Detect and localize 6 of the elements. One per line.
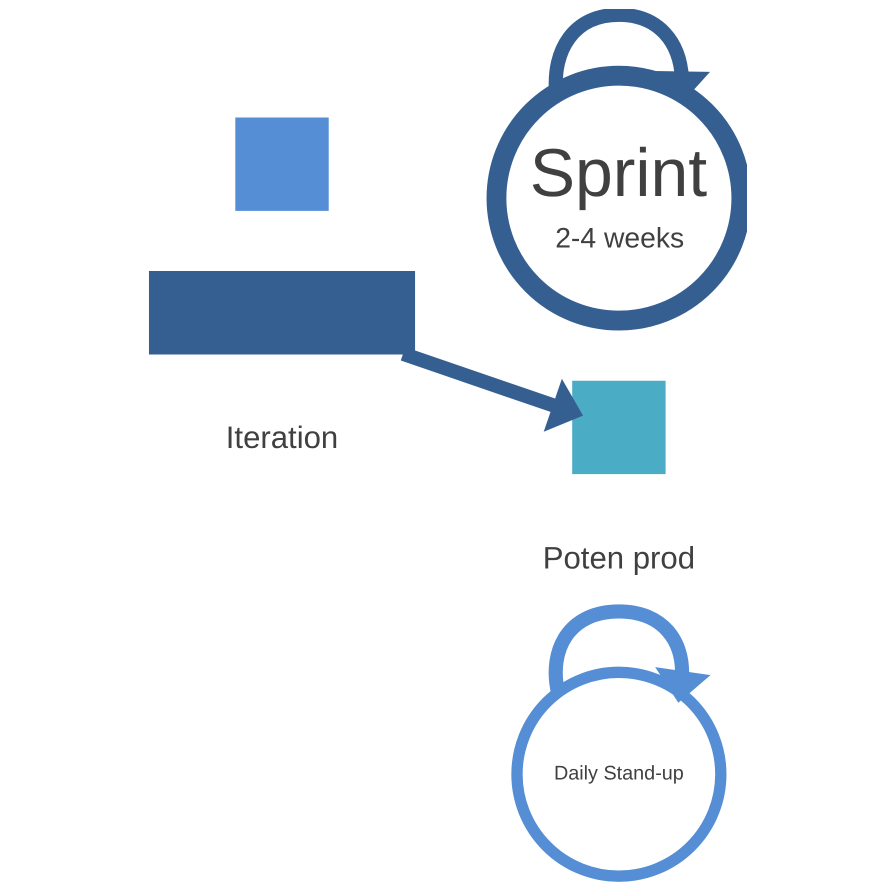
node-box: [234, 116, 328, 210]
node-box: [572, 380, 666, 474]
node-label: Poten prod: [542, 540, 695, 575]
node-circle: Sprint 2-4 weeks: [486, 65, 746, 330]
node-bar: [148, 270, 415, 354]
node-label: Iteration: [225, 420, 338, 455]
